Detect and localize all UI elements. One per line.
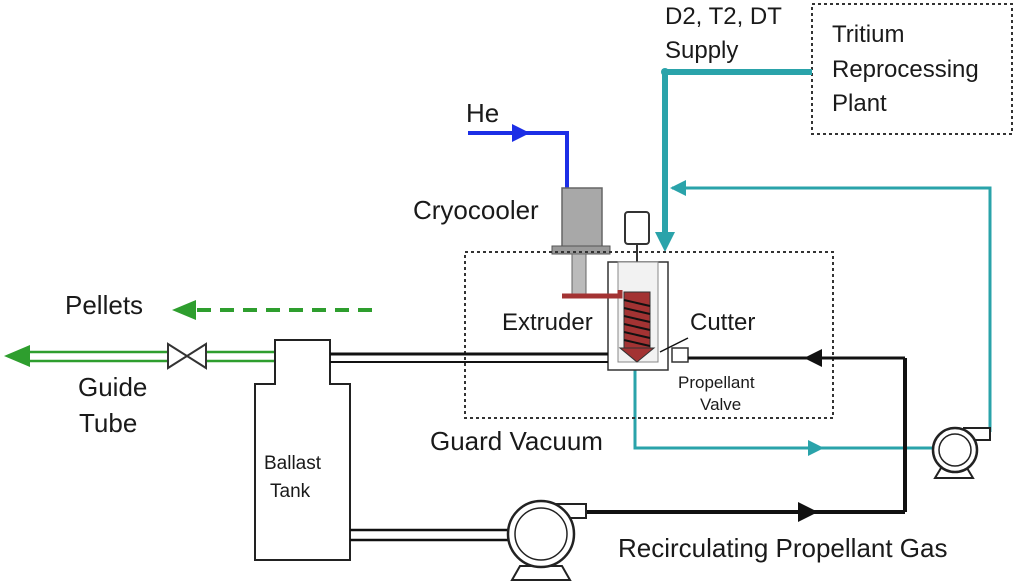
propellant-valve-label-line2: Valve [700,395,741,414]
ballast-tank [254,339,351,561]
guide-tube-label-line1: Guide [78,372,147,402]
helium-line [468,124,569,190]
plant-label-line1: Tritium [832,21,904,48]
he-label: He [466,98,499,128]
recirculation-loop-teal [633,180,992,456]
propellant-line-top [330,349,907,512]
supply-pipe [655,68,812,252]
propellant-line-bottom [350,502,905,542]
ballast-tank-label-line1: Ballast [264,453,322,474]
cutter-label: Cutter [690,309,755,336]
supply-label-line1: D2, T2, DT [665,3,782,30]
guard-vacuum-box [464,251,834,419]
extruder-label: Extruder [502,309,593,336]
recirculation-pump [506,499,587,581]
guide-tube [4,342,275,370]
propellant-valve-label-line1: Propellant [678,373,755,392]
ballast-tank-label-line2: Tank [270,481,311,502]
cryocooler-label: Cryocooler [413,195,539,225]
recirculating-gas-label: Recirculating Propellant Gas [618,533,948,563]
supply-label-line2: Supply [665,37,738,64]
teal-loop-pump [931,426,991,479]
plant-label-line2: Reprocessing [832,56,979,83]
pellets-label: Pellets [65,290,143,320]
guard-vacuum-label: Guard Vacuum [430,426,603,456]
cutter-pointer [659,337,689,353]
plant-label-line3: Plant [832,90,887,117]
guide-tube-label-line2: Tube [79,408,137,438]
cryocooler [551,187,611,297]
extruder-assembly [562,211,689,371]
pellets-arrow [172,300,372,320]
